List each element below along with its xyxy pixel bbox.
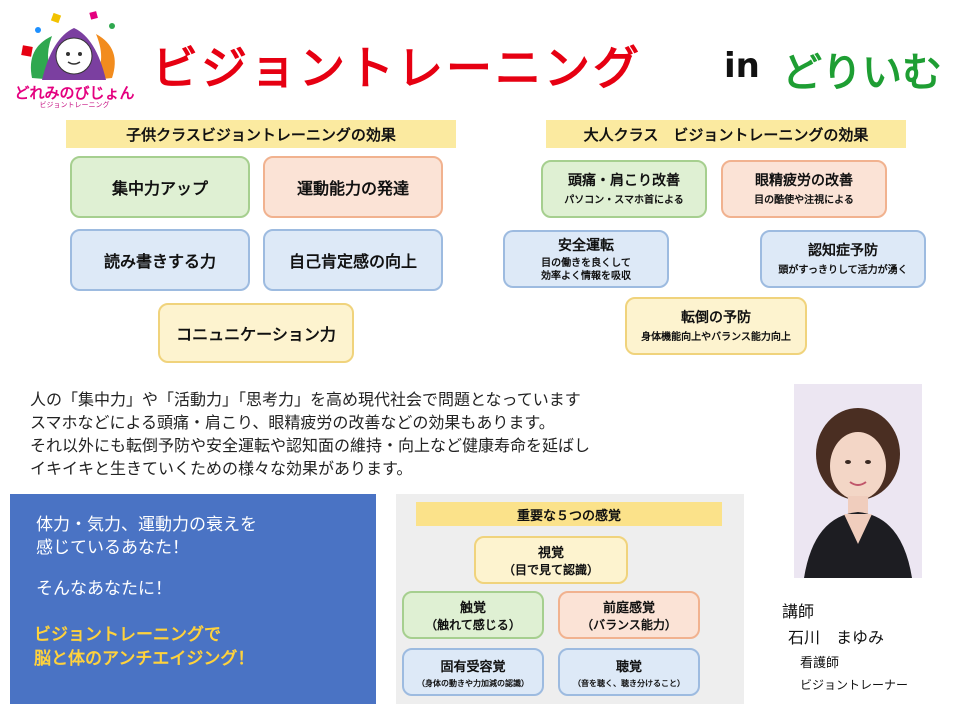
promo-line-4: ビジョントレーニングで [34,625,221,645]
kids-effect-motor: 運動能力の発達 [263,156,443,218]
sense-touch-sub: （触れて感じる） [425,618,521,632]
kids-section-header: 子供クラスビジョントレーニングの効果 [66,120,456,148]
sense-hearing-sub: （音を聴く、聴き分けること） [573,678,685,688]
description-line: イキイキと生きていくための様々な効果があります。 [30,459,413,478]
sense-touch-title: 触覚 [459,601,486,616]
kids-effect-concentration: 集中力アップ [70,156,250,218]
adult-effect-driving: 安全運転 目の働きを良くして 効率よく情報を吸収 [503,230,669,288]
sense-proprioception: 固有受容覚 （身体の動きや力加減の認識） [402,648,544,696]
page-title: ビジョントレーニング [152,41,642,95]
description-paragraph: 人の「集中力」や「活動力」「思考力」を高め現代社会で問題となっています スマホな… [30,388,770,480]
sense-proprioception-sub: （身体の動きや力加減の認識） [417,678,529,688]
lecturer-role-trainer: ビジョントレーナー [800,678,909,692]
adult-effect-fall: 転倒の予防 身体機能向上やバランス能力向上 [625,297,807,355]
kids-effect-self-esteem: 自己肯定感の向上 [263,229,443,291]
sense-vision: 視覚 （目で見て認識） [474,536,628,584]
logo-mark [12,8,137,108]
adult-section-header: 大人クラス ビジョントレーニングの効果 [546,120,906,148]
logo-name: どれみのびじょん [14,84,135,102]
sense-proprioception-title: 固有受容覚 [440,659,506,675]
portrait-icon [794,384,922,578]
description-line: それ以外にも転倒予防や安全運転や認知面の維持・向上など健康寿命を延ばし [30,436,591,455]
adult-effect-eyestrain-sub: 目の酷使や注視による [754,195,854,207]
sense-vestibular-title: 前庭感覚 [602,601,655,616]
lecturer-label: 講師 [782,602,815,621]
adult-effect-dementia-title: 認知症予防 [808,243,878,260]
adult-effect-eyestrain: 眼精疲労の改善 目の酷使や注視による [721,160,887,218]
logo-subtitle: ビジョントレーニング [39,101,110,109]
adult-effect-headache: 頭痛・肩こり改善 パソコン・スマホ首による [541,160,707,218]
adult-effect-fall-sub: 身体機能向上やバランス能力向上 [641,332,791,344]
promo-line-5: 脳と体のアンチエイジング！ [34,649,255,669]
adult-effect-headache-sub: パソコン・スマホ首による [564,195,684,207]
title-place: どりいむ [782,50,942,96]
sense-hearing: 聴覚 （音を聴く、聴き分けること） [558,648,700,696]
lecturer-photo [794,384,922,578]
adult-effect-dementia-sub: 頭がすっきりして活力が湧く [778,265,908,277]
promo-line-3: そんなあなたに！ [36,579,172,599]
sense-vision-sub: （目で見て認識） [502,563,599,577]
adult-effect-eyestrain-title: 眼精疲労の改善 [755,173,853,190]
senses-panel: 重要な５つの感覚 視覚 （目で見て認識） 触覚 （触れて感じる） 前庭感覚 （バ… [396,494,744,704]
kids-effect-communication: コニュニケーション力 [158,303,354,363]
senses-header: 重要な５つの感覚 [416,502,722,526]
adult-effect-driving-sub2: 効率よく情報を吸収 [541,271,631,282]
lecturer-name: 石川 まゆみ [788,628,885,647]
sense-touch: 触覚 （触れて感じる） [402,591,544,639]
lecturer-role-nurse: 看護師 [800,656,840,671]
sense-vision-title: 視覚 [537,546,564,561]
promo-line-1: 体力・気力、運動力の衰えを [36,515,257,535]
adult-effect-dementia: 認知症予防 頭がすっきりして活力が湧く [760,230,926,288]
adult-effect-driving-sub: 目の働きを良くして [541,257,631,269]
adult-effect-driving-title: 安全運転 [558,237,614,254]
logo-icon [21,11,115,80]
sense-vestibular: 前庭感覚 （バランス能力） [558,591,700,639]
kids-effect-literacy: 読み書きする力 [70,229,250,291]
description-line: 人の「集中力」や「活動力」「思考力」を高め現代社会で問題となっています [30,390,581,409]
title-in: in [724,46,760,86]
promo-panel: 体力・気力、運動力の衰えを 感じているあなた！ そんなあなたに！ ビジョントレー… [10,494,376,704]
adult-effect-headache-title: 頭痛・肩こり改善 [568,173,680,190]
promo-line-2: 感じているあなた！ [36,538,189,558]
sense-hearing-title: 聴覚 [615,659,642,675]
sense-vestibular-sub: （バランス能力） [581,618,677,632]
adult-effect-fall-title: 転倒の予防 [681,310,751,327]
description-line: スマホなどによる頭痛・肩こり、眼精疲労の改善などの効果もあります。 [30,413,555,432]
